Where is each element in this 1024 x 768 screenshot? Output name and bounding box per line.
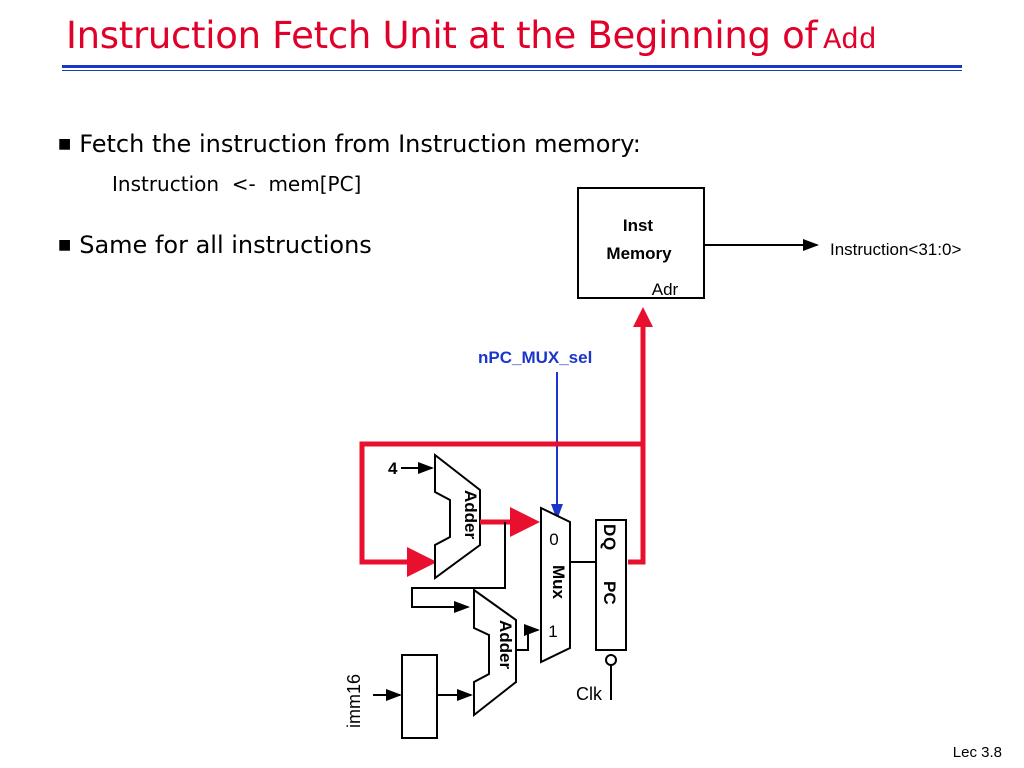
sign-extend-box [401,654,438,739]
inst-memory-label-2: Memory [606,244,672,263]
adr-port-label: Adr [652,280,679,299]
pc-register-box [595,519,627,651]
instruction-output-label: Instruction<31:0> [830,240,961,259]
title-rule-thin [62,70,962,71]
clk-label: Clk [576,684,603,704]
title-rule [62,65,962,68]
adder-top-label: Adder [461,490,480,540]
bullet-same: ■ Same for all instructions [58,231,372,259]
bullet-fetch-sub: Instruction <- mem[PC] [112,172,362,196]
clk-bubble-icon [605,654,617,666]
imm16-label: imm16 [344,674,364,728]
adder-bottom-to-mux-wire [516,624,540,651]
adder-top-to-adder-bottom-wire [411,522,506,613]
mux-label: Mux [549,565,568,600]
adder-top-shape [434,452,481,580]
inst-memory-box [577,187,705,299]
bullet-square-icon: ■ [58,136,72,152]
mux-input-1-label: 1 [548,622,557,641]
mux-shape [540,506,571,664]
title-text: Instruction Fetch Unit at the Beginning … [66,14,818,57]
bullet-same-text: Same for all instructions [79,231,372,259]
bullet-square-icon: ■ [58,237,72,253]
bullet-fetch: ■ Fetch the instruction from Instruction … [58,130,641,158]
bullet-fetch-text: Fetch the instruction from Instruction m… [79,130,641,158]
inst-memory-label-1: Inst [623,216,654,235]
slide-number: Lec 3.8 [952,744,1002,761]
pc-port-q-label: Q [600,537,619,550]
pc-label: PC [600,581,619,605]
adder-bottom-label: Adder [496,620,515,670]
pc-feedback-wire [359,441,646,565]
slide-title: Instruction Fetch Unit at the Beginning … [66,14,877,58]
mux-input-0-label: 0 [549,530,558,549]
npc-mux-sel-label: nPC_MUX_sel [478,348,592,367]
const-four-label: 4 [388,459,398,478]
title-code: Add [823,24,877,58]
adder-bottom-shape [473,588,517,718]
pc-port-d-label: D [600,524,619,536]
